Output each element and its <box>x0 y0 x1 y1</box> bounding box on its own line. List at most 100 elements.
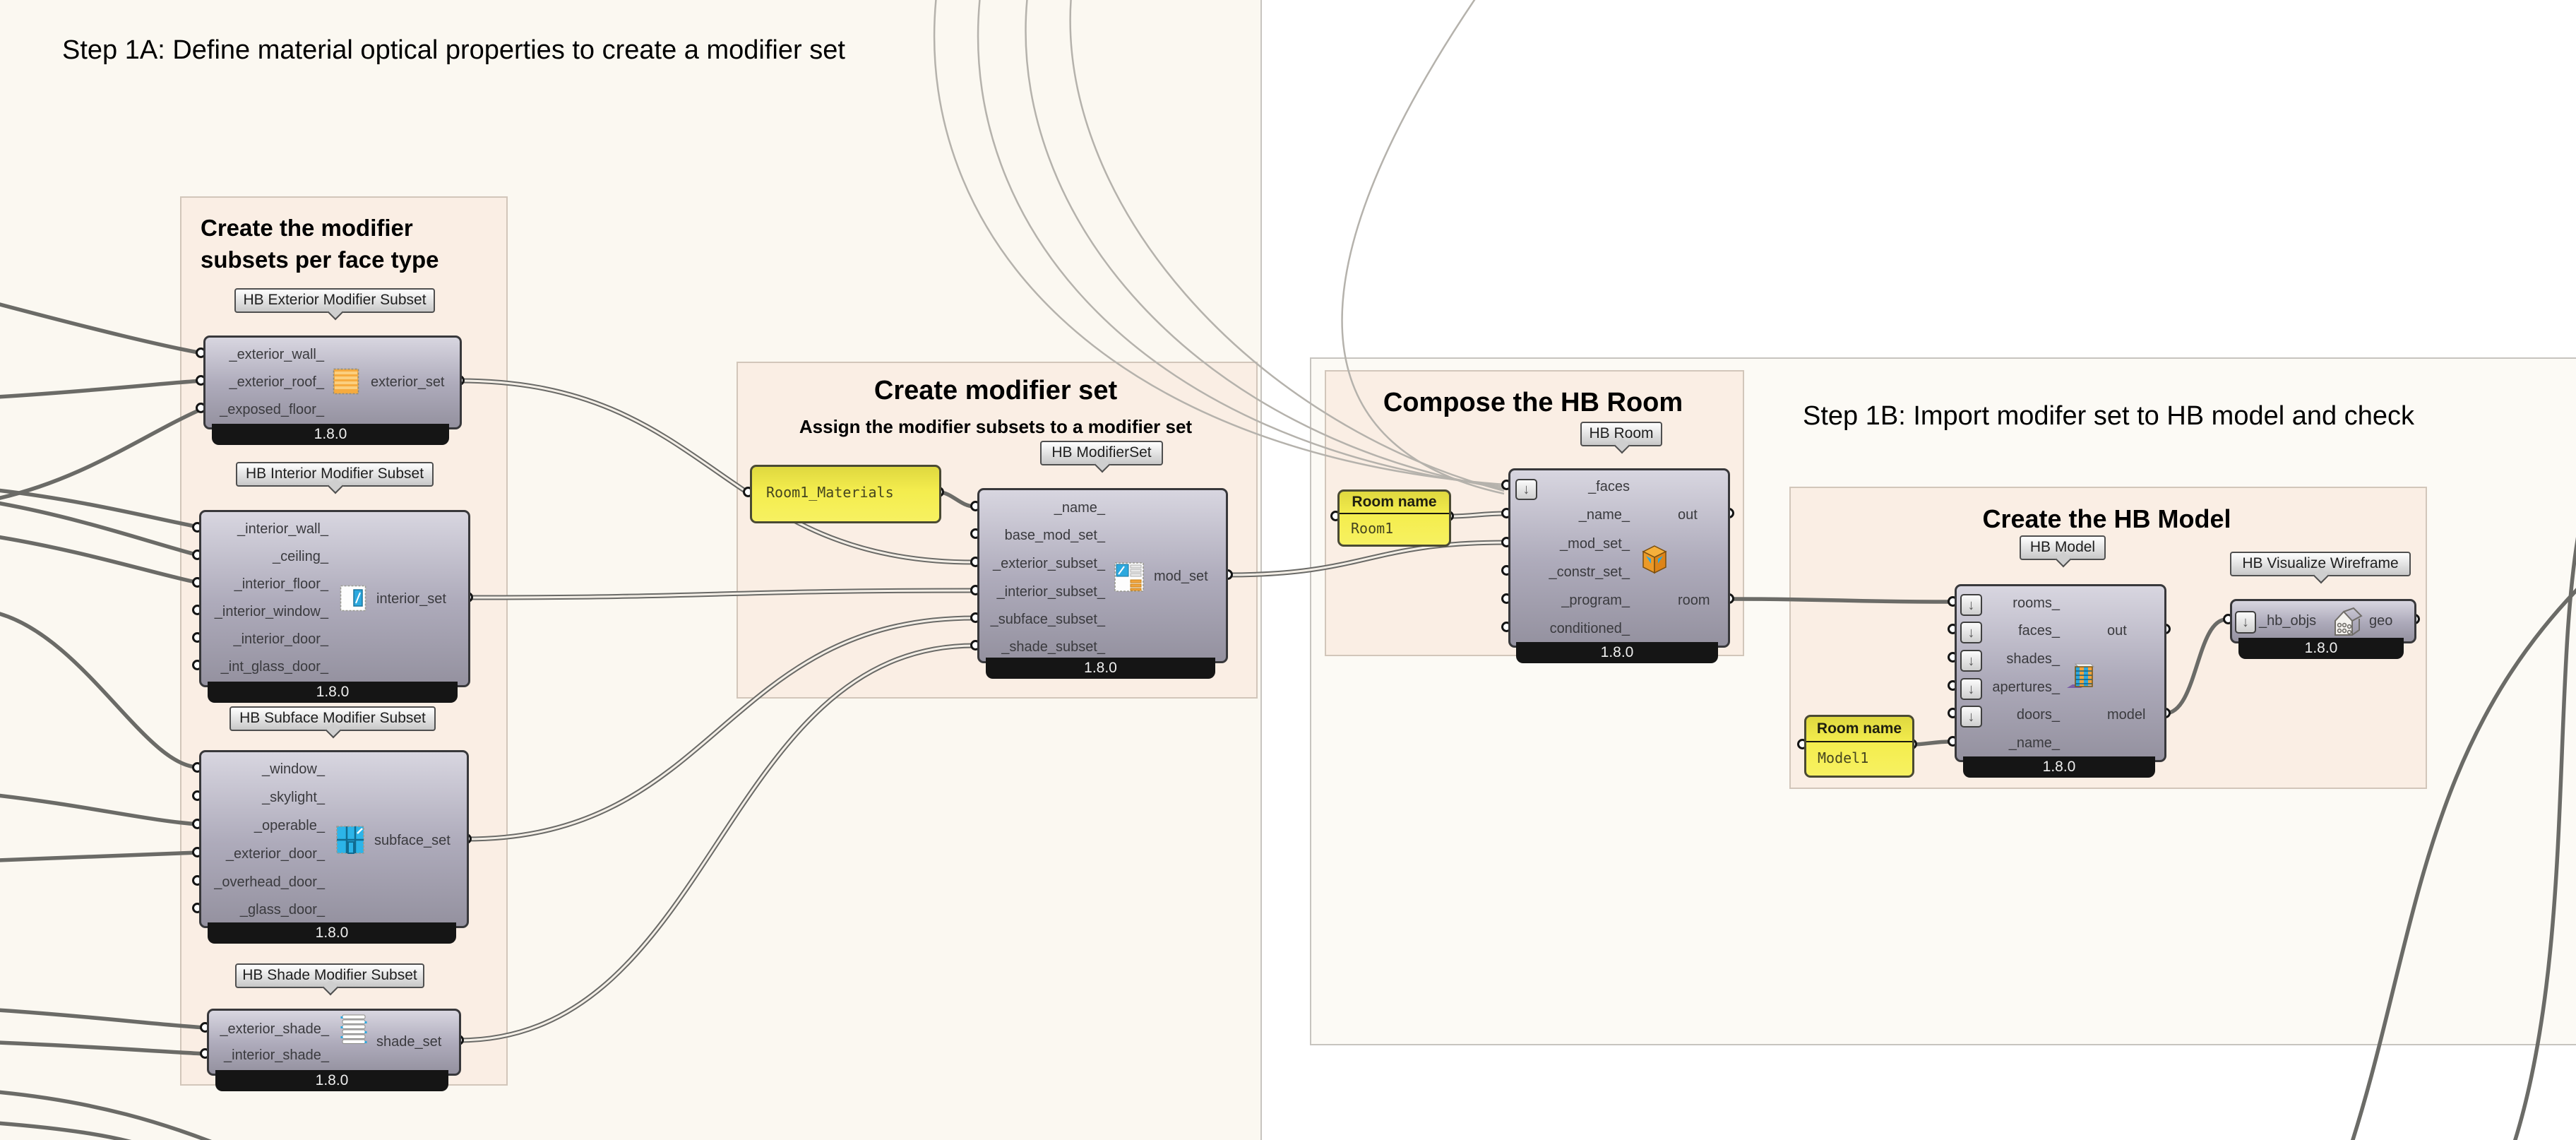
output-out: out <box>1678 507 1698 523</box>
panel-header: Room name <box>1806 717 1912 742</box>
version-hb-model: 1.8.0 <box>1963 756 2155 778</box>
node-hb-exterior-modifier-subset[interactable]: _exterior_wall_ _exterior_roof_ _exposed… <box>203 336 462 429</box>
input-doors: doors_ <box>2016 707 2060 723</box>
tag-hb-interior-modifier-subset[interactable]: HB Interior Modifier Subset <box>236 462 434 494</box>
input-constr-set: _constr_set_ <box>1549 564 1630 580</box>
node-hb-shade-modifier-subset[interactable]: _exterior_shade_ _interior_shade_ shade_… <box>207 1009 461 1076</box>
input-conditioned: conditioned_ <box>1549 621 1630 636</box>
group-modifier-set-subtitle: Assign the modifier subsets to a modifie… <box>799 416 1193 437</box>
output-subface-set: subface_set <box>374 833 451 848</box>
internalize-arrow-icon[interactable] <box>1960 594 1982 616</box>
group-compose-room-title: Compose the HB Room <box>1383 388 1683 417</box>
wireframe-house-icon <box>2330 602 2363 643</box>
panel-model-name[interactable]: Room name Model1 <box>1804 715 1914 778</box>
panel-value: Model1 <box>1818 749 1869 766</box>
input-shades: shades_ <box>2006 651 2060 667</box>
version-modifierset: 1.8.0 <box>986 658 1215 679</box>
tag-hb-subface-modifier-subset[interactable]: HB Subface Modifier Subset <box>229 706 436 739</box>
version-wireframe: 1.8.0 <box>2238 638 2404 659</box>
tag-label: HB Subface Modifier Subset <box>239 710 426 726</box>
node-hb-model[interactable]: rooms_ faces_ shades_ apertures_ doors_ … <box>1955 584 2166 762</box>
panel-text: Room1_Materials <box>766 484 894 501</box>
interior-set-icon <box>340 585 366 615</box>
hb-model-icon <box>2064 658 2098 696</box>
version-subface-subset: 1.8.0 <box>208 922 456 944</box>
tag-hb-visualize-wireframe[interactable]: HB Visualize Wireframe <box>2230 552 2411 584</box>
group-subsets-title: Create the modifier subsets per face typ… <box>201 215 439 273</box>
internalize-arrow-icon[interactable] <box>1960 650 1982 672</box>
step1b-title: Step 1B: Import modifer set to HB model … <box>1803 401 2414 431</box>
output-mod-set: mod_set <box>1154 569 1208 584</box>
node-hb-room[interactable]: _faces _name_ _mod_set_ _constr_set_ _pr… <box>1508 468 1730 648</box>
input-apertures: apertures_ <box>1992 679 2060 695</box>
version-exterior-subset: 1.8.0 <box>212 424 449 445</box>
internalize-arrow-icon[interactable] <box>1960 706 1982 728</box>
input-exterior-subset: _exterior_subset_ <box>993 556 1105 571</box>
output-geo: geo <box>2369 613 2393 629</box>
input-faces: _faces <box>1588 479 1630 494</box>
input-interior-shade: _interior_shade_ <box>224 1047 329 1063</box>
tag-label: HB Visualize Wireframe <box>2242 555 2399 571</box>
input-mod-set: _mod_set_ <box>1560 536 1630 552</box>
output-out: out <box>2107 623 2127 639</box>
internalize-arrow-icon[interactable] <box>1960 678 1982 700</box>
subface-set-icon <box>335 825 365 858</box>
tag-label: HB Shade Modifier Subset <box>242 967 417 983</box>
internalize-arrow-icon[interactable] <box>1960 622 1982 643</box>
tag-label: HB Model <box>2029 539 2096 555</box>
tag-hb-room[interactable]: HB Room <box>1580 422 1662 454</box>
input-exterior-wall: _exterior_wall_ <box>229 347 324 362</box>
output-model: model <box>2107 707 2146 723</box>
version-shade-subset: 1.8.0 <box>215 1070 448 1091</box>
mod-set-icon <box>1114 562 1145 596</box>
output-interior-set: interior_set <box>376 591 446 607</box>
panel-value: Room1 <box>1351 520 1394 537</box>
panel-room1-materials[interactable]: Room1_Materials <box>750 465 941 523</box>
tag-hb-exterior-modifier-subset[interactable]: HB Exterior Modifier Subset <box>234 288 435 321</box>
node-hb-visualize-wireframe[interactable]: _hb_objs geo <box>2230 599 2416 643</box>
internalize-arrow-icon[interactable] <box>1515 479 1537 500</box>
input-interior-floor: _interior_floor_ <box>234 576 328 592</box>
shade-set-icon <box>340 1013 368 1049</box>
input-interior-door: _interior_door_ <box>233 631 328 647</box>
group-create-model-title: Create the HB Model <box>1982 504 2231 533</box>
input-int-glass-door: _int_glass_door_ <box>220 659 328 675</box>
input-glass-door: _glass_door_ <box>239 902 325 918</box>
input-exposed-floor: _exposed_floor_ <box>220 402 324 417</box>
panel-header: Room name <box>1340 492 1449 514</box>
input-operable: _operable_ <box>254 818 325 833</box>
exterior-set-icon <box>333 368 359 398</box>
hb-room-icon <box>1642 545 1667 578</box>
tag-hb-shade-modifier-subset[interactable]: HB Shade Modifier Subset <box>235 963 424 996</box>
version-hb-room: 1.8.0 <box>1516 642 1718 663</box>
input-exterior-door: _exterior_door_ <box>225 846 325 862</box>
node-hb-modifierset[interactable]: _name_ base_mod_set_ _exterior_subset_ _… <box>977 488 1228 663</box>
input-ceiling: _ceiling_ <box>273 549 328 564</box>
input-shade-subset: _shade_subset_ <box>1001 639 1105 655</box>
group-modifier-set-title: Create modifier set <box>873 376 1118 405</box>
internalize-arrow-icon[interactable] <box>2235 611 2256 634</box>
node-hb-interior-modifier-subset[interactable]: _interior_wall_ _ceiling_ _interior_floo… <box>199 510 470 687</box>
input-rooms: rooms_ <box>2012 595 2060 611</box>
input-exterior-roof: _exterior_roof_ <box>229 374 324 390</box>
input-window: _window_ <box>262 761 325 777</box>
tag-label: HB Room <box>1589 425 1654 441</box>
input-interior-wall: _interior_wall_ <box>237 521 328 537</box>
input-interior-subset: _interior_subset_ <box>996 584 1105 600</box>
output-exterior-set: exterior_set <box>371 374 445 390</box>
input-program: _program_ <box>1561 593 1630 608</box>
input-name: _name_ <box>1578 507 1630 523</box>
input-skylight: _skylight_ <box>262 790 325 805</box>
input-base-mod-set: base_mod_set_ <box>1004 528 1105 543</box>
version-interior-subset: 1.8.0 <box>208 682 458 703</box>
output-shade-set: shade_set <box>376 1034 442 1050</box>
input-faces: faces_ <box>2018 623 2060 639</box>
input-name: _name_ <box>2008 735 2060 751</box>
panel-room-name[interactable]: Room name Room1 <box>1337 489 1451 547</box>
tag-hb-model[interactable]: HB Model <box>2020 535 2106 568</box>
input-name: _name_ <box>1054 500 1105 516</box>
tag-hb-modifierset[interactable]: HB ModifierSet <box>1040 441 1163 473</box>
input-exterior-shade: _exterior_shade_ <box>220 1021 329 1037</box>
node-hb-subface-modifier-subset[interactable]: _window_ _skylight_ _operable_ _exterior… <box>199 750 469 928</box>
